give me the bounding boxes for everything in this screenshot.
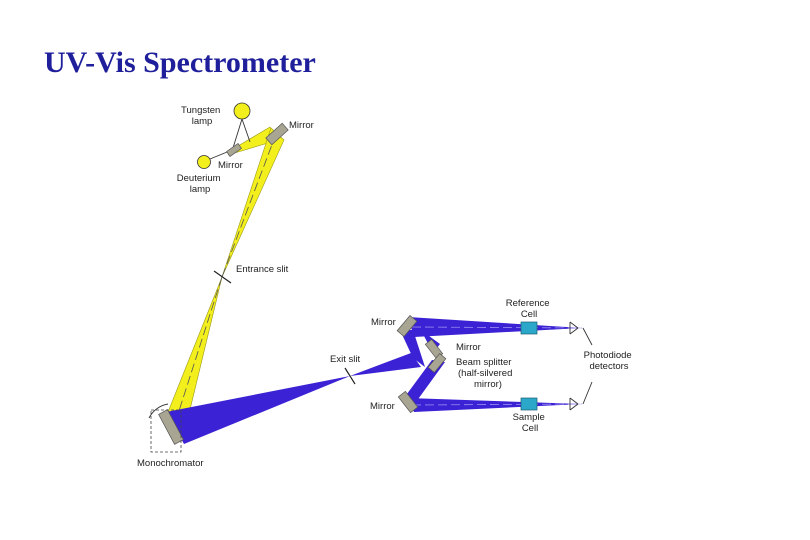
beam-entrance-slit-to-monochromator [167,276,223,419]
lower-mirror-label: Mirror [370,401,395,412]
splitter-mirror-label: Mirror [456,342,481,353]
deuterium-lamp-label: Deuterium lamp [177,173,223,195]
reference-cell-label: Reference Cell [506,298,552,320]
beam-exit-slit-to-splitter [350,353,421,376]
reference-detector-lead [582,327,593,346]
entrance-slit [213,270,232,284]
upper-mirror [396,314,418,338]
upper-mirror-label: Mirror [371,317,396,328]
monochromator-housing [150,409,182,453]
tungsten-lamp-ray-a [232,118,243,149]
tungsten-lamp-icon [233,102,251,120]
reference-cell [520,321,538,335]
beam-to-reference-cell [408,317,582,337]
top-mirror-label: Mirror [289,120,314,131]
source-select-mirror [226,143,242,157]
tungsten-lamp-ray-b [241,118,251,143]
reference-photodiode-icon [569,321,579,335]
grating-rotation-arc [148,403,169,419]
sample-detector-lead [582,381,593,405]
beam-splitter [427,353,447,373]
sample-cell [520,397,538,411]
lower-mirror [397,390,419,414]
sample-axis [411,403,583,406]
beam-splitter-label: Beam splitter (half-silvered mirror) [456,357,515,390]
beam-axis-lower [177,276,223,415]
deuterium-lamp-icon [197,155,211,169]
top-mirror [265,122,289,146]
tungsten-lamp-label: Tungsten lamp [181,105,223,127]
photodiode-detectors-label: Photodiode detectors [584,350,635,372]
reference-axis [411,326,583,329]
monochromator-label: Monochromator [137,458,204,469]
beam-to-upper-mirror [400,330,425,367]
entrance-slit-label: Entrance slit [236,264,289,275]
sample-cell-label: Sample Cell [513,412,548,434]
exit-slit [344,367,356,385]
monochromator-grating [158,409,184,445]
beam-to-sample-cell [408,398,582,412]
slide-title: UV-Vis Spectrometer [44,46,316,79]
source-mirror-label: Mirror [218,160,243,171]
exit-slit-label: Exit slit [330,354,360,365]
beam-monochromator-to-exit-slit [166,376,350,444]
sample-photodiode-icon [569,397,579,411]
